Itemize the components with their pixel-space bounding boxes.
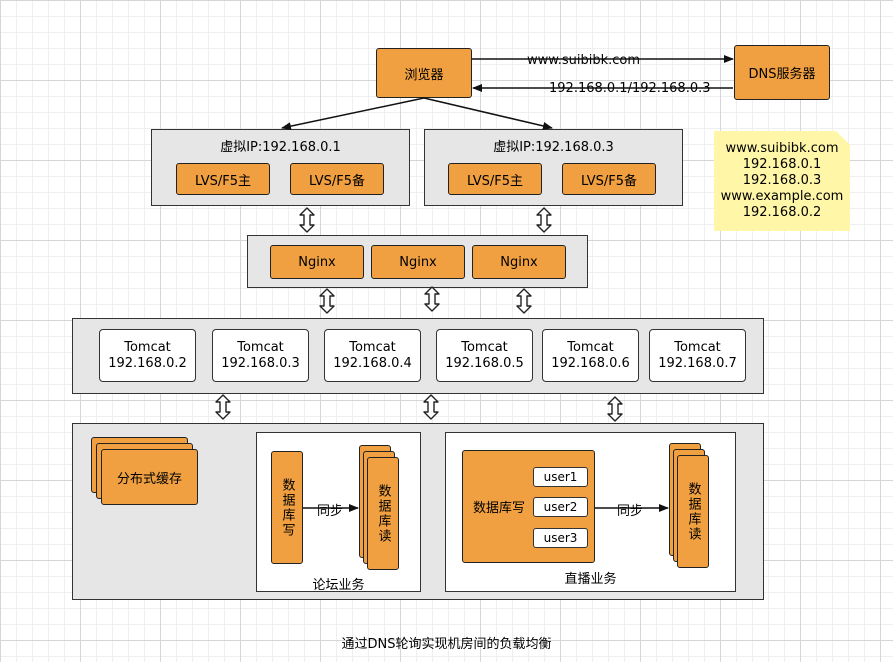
lvs-master-1: LVS/F5主 [176,163,270,195]
tomcat-node-6: Tomcat 192.168.0.7 [649,329,746,382]
tomcat-ip: 192.168.0.3 [221,355,300,371]
vip-group-1-title: 虚拟IP:192.168.0.1 [220,140,341,155]
tomcat-name: Tomcat [461,339,508,355]
tomcat-name: Tomcat [124,339,171,355]
dns-note-line: 192.168.0.3 [742,173,822,188]
request-domain-label: www.suibibk.com [527,53,641,68]
double-arrow-icon [319,288,335,314]
tomcat-ip: 192.168.0.4 [333,355,412,371]
user-table-2: user2 [533,497,588,517]
double-arrow-icon [536,207,552,233]
forum-business-label: 论坛业务 [312,578,365,593]
distributed-cache: 分布式缓存 [101,449,198,505]
tomcat-node-4: Tomcat 192.168.0.5 [436,329,533,382]
forum-db-read: 数据库读 [367,457,399,570]
double-arrow-icon [607,396,623,422]
diagram-caption: 通过DNS轮询实现机房间的负载均衡 [341,637,552,652]
browser-node: 浏览器 [376,48,472,98]
double-arrow-icon [516,288,532,314]
tomcat-name: Tomcat [674,339,721,355]
live-db-read: 数据库读 [677,455,709,568]
user-table-3: user3 [533,528,588,548]
tomcat-name: Tomcat [237,339,284,355]
tomcat-name: Tomcat [349,339,396,355]
live-business-label: 直播业务 [564,572,617,587]
tomcat-ip: 192.168.0.5 [445,355,524,371]
lvs-master-2: LVS/F5主 [448,163,542,195]
browser-to-vip2-arrow [423,97,553,130]
vip-group-2-title: 虚拟IP:192.168.0.3 [493,140,614,155]
dns-note-line: 192.168.0.1 [742,157,822,172]
tomcat-node-5: Tomcat 192.168.0.6 [542,329,639,382]
double-arrow-icon [423,394,439,420]
tomcat-ip: 192.168.0.2 [108,355,187,371]
nginx-node-1: Nginx [270,245,364,279]
browser-to-vip1-arrow [281,97,425,131]
live-db-write-label: 数据库写 [473,501,526,516]
dns-records-note: www.suibibk.com 192.168.0.1 192.168.0.3 … [714,131,850,231]
forum-db-write: 数据库写 [271,451,303,564]
double-arrow-icon [424,286,440,312]
dns-note-line: 192.168.0.2 [742,205,822,220]
tomcat-ip: 192.168.0.6 [551,355,630,371]
tomcat-node-1: Tomcat 192.168.0.2 [99,329,196,382]
user-table-1: user1 [533,467,588,487]
nginx-node-3: Nginx [472,245,566,279]
tomcat-ip: 192.168.0.7 [658,355,737,371]
tomcat-node-3: Tomcat 192.168.0.4 [324,329,421,382]
dns-note-line: www.example.com [720,189,844,204]
tomcat-node-2: Tomcat 192.168.0.3 [212,329,309,382]
dns-server-node: DNS服务器 [734,45,830,100]
lvs-backup-2: LVS/F5备 [562,163,656,195]
lvs-backup-1: LVS/F5备 [290,163,384,195]
double-arrow-icon [215,394,231,420]
nginx-node-2: Nginx [371,245,465,279]
tomcat-name: Tomcat [567,339,614,355]
dns-note-line: www.suibibk.com [725,141,839,156]
double-arrow-icon [299,207,315,233]
